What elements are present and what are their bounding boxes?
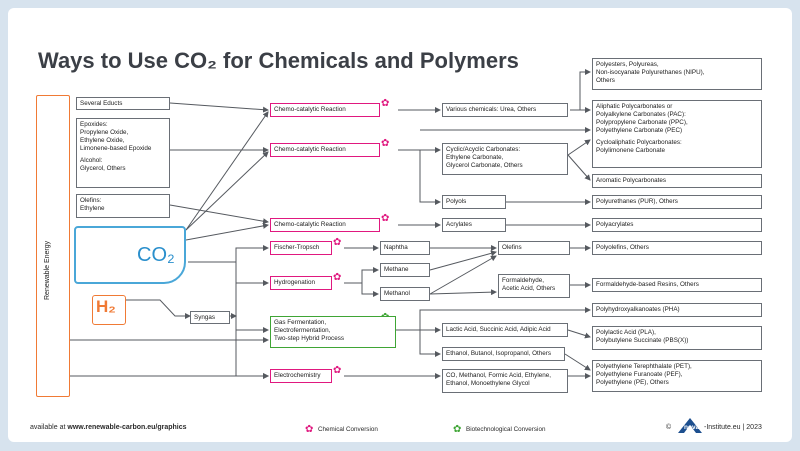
svg-text:✿: ✿ xyxy=(381,138,389,149)
svg-text:✿: ✿ xyxy=(453,424,461,435)
product-formaldehyde-resins: Formaldehyde-based Resins, Others xyxy=(592,278,762,292)
intermediate-lactic-acid: Lactic Acid, Succinic Acid, Adipic Acid xyxy=(442,323,568,337)
process-chemo-catalytic-3: Chemo-catalytic Reaction xyxy=(270,218,380,232)
process-electrochemistry: Electrochemistry xyxy=(270,369,332,383)
process-hydrogenation: Hydrogenation xyxy=(270,276,332,290)
renewable-energy-panel xyxy=(36,95,70,397)
product-pla: Polylactic Acid (PLA), Polybutylene Succ… xyxy=(592,326,762,350)
svg-text:✿: ✿ xyxy=(381,98,389,109)
co2-label: CO₂ xyxy=(137,244,175,266)
input-several-educts: Several Educts xyxy=(76,97,170,110)
renewable-energy-label: Renewable Energy xyxy=(44,240,51,300)
process-fischer-tropsch: Fischer-Tropsch xyxy=(270,241,332,255)
input-olefins: Olefins: Ethylene xyxy=(76,194,170,218)
h2-box xyxy=(92,295,126,325)
intermediate-acrylates: Acrylates xyxy=(442,218,506,232)
svg-text:✿: ✿ xyxy=(333,365,341,376)
intermediate-polyols: Polyols xyxy=(442,195,506,209)
footer-copyright: © xyxy=(666,424,672,431)
legend-chemical-conversion: Chemical Conversion xyxy=(318,426,378,433)
h2-label: H₂ xyxy=(96,297,116,316)
process-gas-fermentation: Gas Fermentation, Electrofermentation, T… xyxy=(270,316,396,348)
intermediate-co-methanol: CO, Methanol, Formic Acid, Ethylene, Eth… xyxy=(442,369,568,393)
product-polyacrylates: Polyacrylates xyxy=(592,218,762,232)
intermediate-methane: Methane xyxy=(380,263,430,277)
intermediate-various-chemicals: Various chemicals: Urea, Others xyxy=(442,103,568,117)
intermediate-ethanol: Ethanol, Butanol, Isopropanol, Others xyxy=(442,347,565,361)
intermediate-olefins: Olefins xyxy=(498,241,570,255)
product-aliphatic-polycarbonates: Aliphatic Polycarbonates or Polyalkylene… xyxy=(592,100,762,168)
process-chemo-catalytic-2: Chemo-catalytic Reaction xyxy=(270,143,380,157)
svg-text:✿: ✿ xyxy=(381,213,389,224)
svg-text:✿: ✿ xyxy=(333,272,341,283)
intermediate-naphtha: Naphtha xyxy=(380,241,430,255)
product-polyolefins: Polyolefins, Others xyxy=(592,241,762,255)
footer-brand: -Institute.eu | 2023 xyxy=(704,424,762,431)
intermediate-formaldehyde: Formaldehyde, Acetic Acid, Others xyxy=(498,274,570,298)
co2-box xyxy=(74,226,186,284)
footer-available: available at www.renewable-carbon.eu/gra… xyxy=(30,424,187,431)
input-epoxides: Epoxides: Propylene Oxide, Ethylene Oxid… xyxy=(76,118,170,188)
product-polyurethanes: Polyurethanes (PUR), Others xyxy=(592,195,762,209)
nova-logo-icon xyxy=(678,418,702,433)
input-syngas: Syngas xyxy=(190,311,230,324)
process-chemo-catalytic-1: Chemo-catalytic Reaction xyxy=(270,103,380,117)
product-aromatic-polycarbonates: Aromatic Polycarbonates xyxy=(592,174,762,188)
svg-text:✿: ✿ xyxy=(333,237,341,248)
product-polyesters: Polyesters, Polyureas, Non-isocyanate Po… xyxy=(592,58,762,90)
intermediate-methanol: Methanol xyxy=(380,287,430,301)
page-title: Ways to Use CO₂ for Chemicals and Polyme… xyxy=(38,48,519,73)
product-pet: Polyethylene Terephthalate (PET), Polyet… xyxy=(592,360,762,392)
legend-biotechnological-conversion: Biotechnological Conversion xyxy=(466,426,546,433)
svg-text:✿: ✿ xyxy=(305,424,313,435)
footer-brand-nova: nova xyxy=(684,424,700,431)
product-pha: Polyhydroxyalkanoates (PHA) xyxy=(592,303,762,317)
intermediate-cyclic-carbonates: Cyclic/Acyclic Carbonates: Ethylene Carb… xyxy=(442,143,568,175)
footer-url-link[interactable]: www.renewable-carbon.eu/graphics xyxy=(67,424,187,431)
